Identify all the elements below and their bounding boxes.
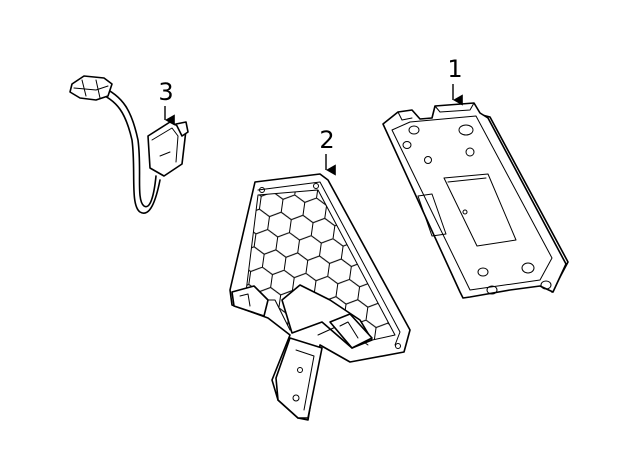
- mounting-bracket[interactable]: [229, 173, 411, 421]
- callout-label-2: 2: [319, 126, 334, 154]
- callout-label-1: 1: [447, 55, 462, 83]
- callout-1: 1: [447, 55, 463, 106]
- wire-harness[interactable]: [69, 75, 189, 214]
- callout-2: 2: [319, 126, 336, 176]
- callout-label-3: 3: [158, 78, 173, 106]
- callout-3: 3: [158, 78, 175, 126]
- control-module[interactable]: [382, 102, 569, 299]
